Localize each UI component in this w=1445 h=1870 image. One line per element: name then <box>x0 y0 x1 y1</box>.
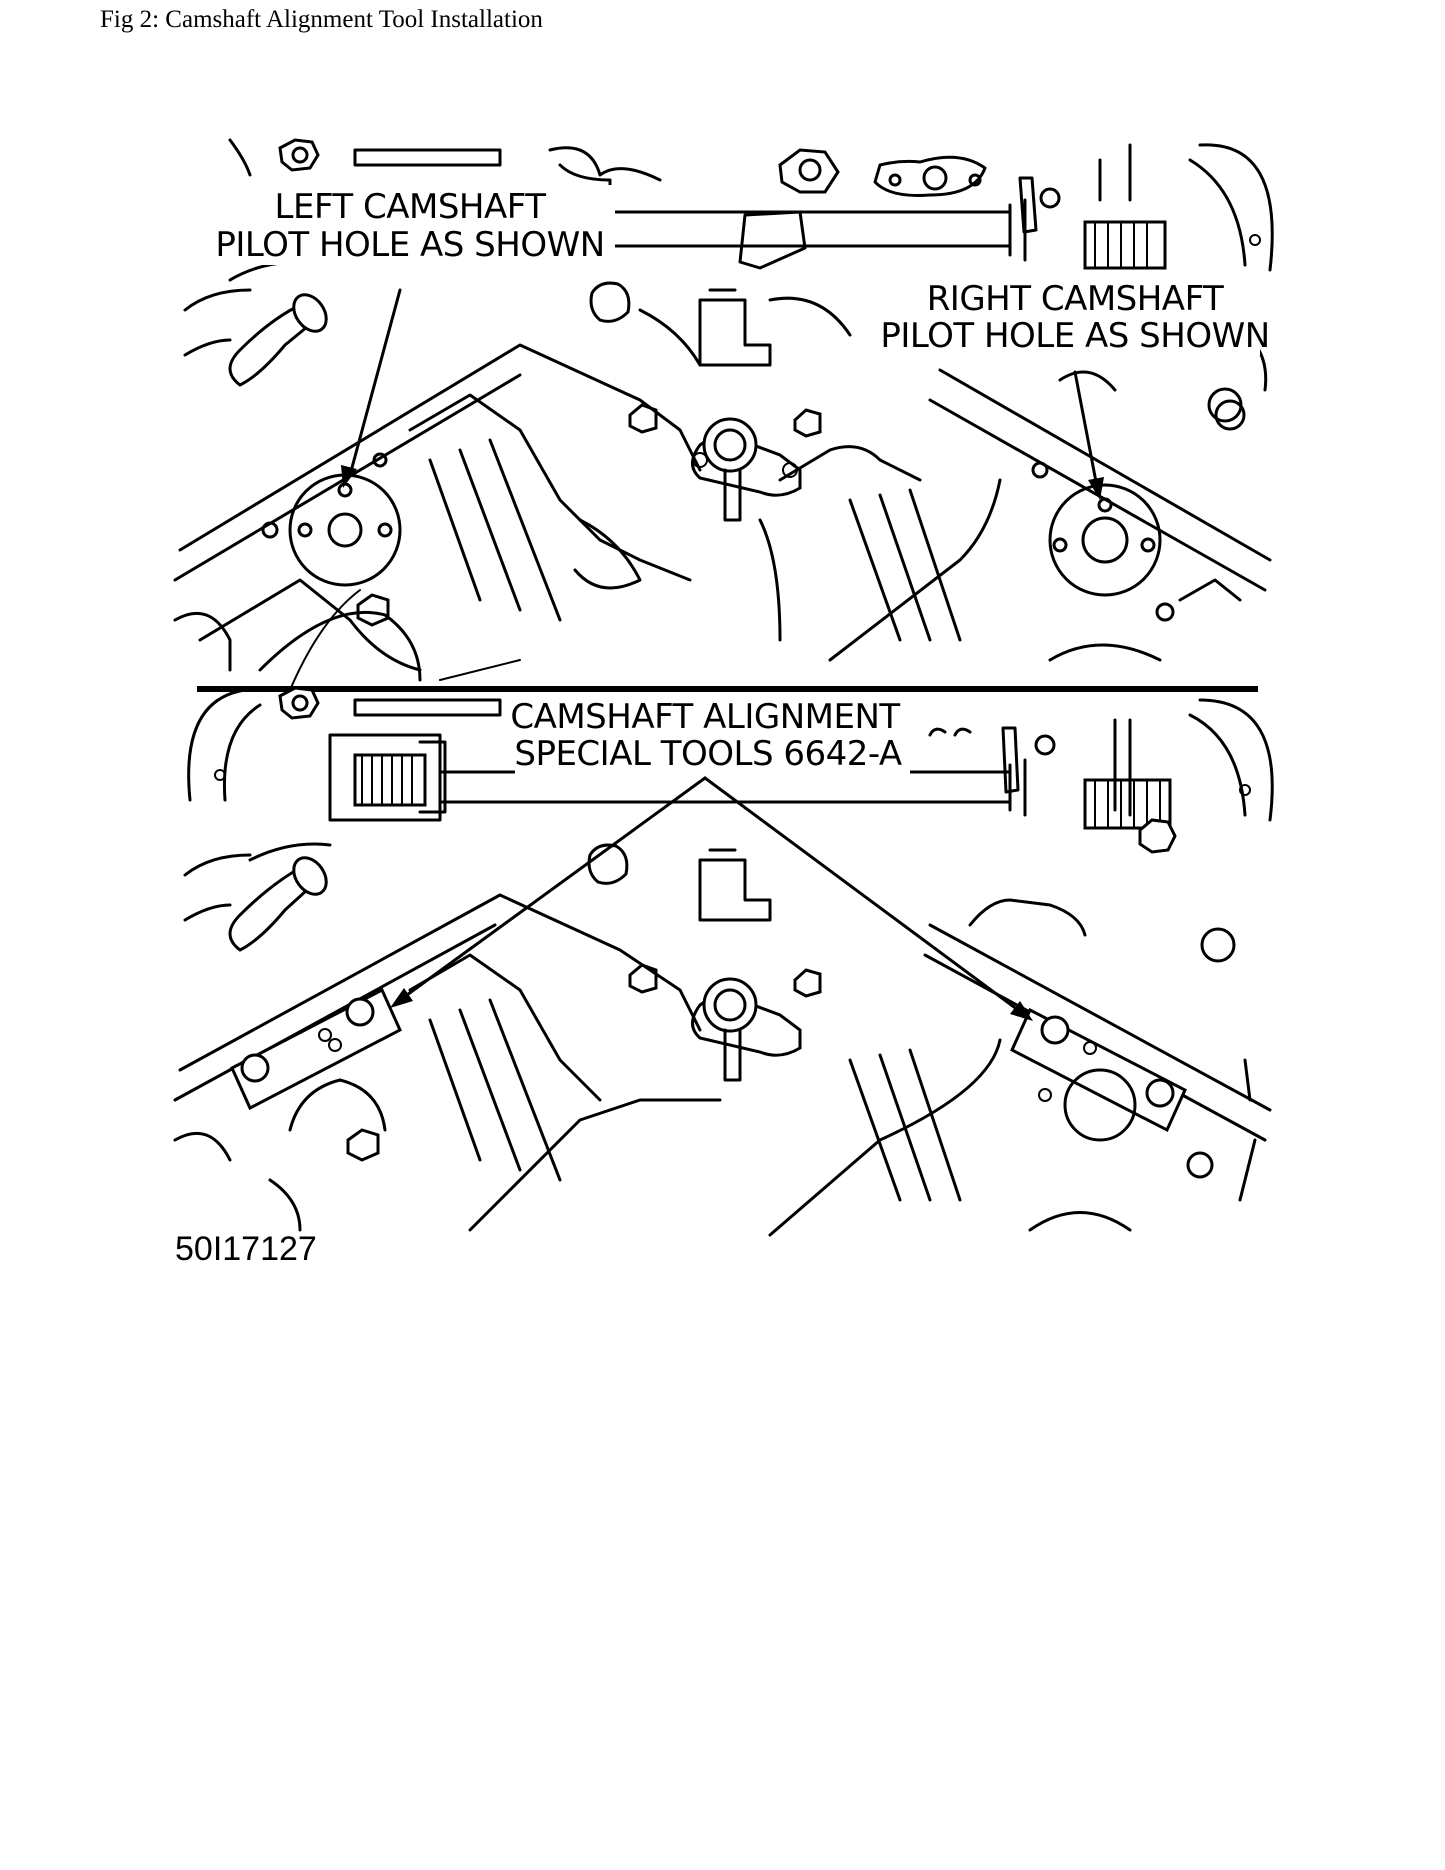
left-pilot-label-line1: LEFT CAMSHAFT <box>275 187 547 227</box>
left-pilot-label-line2: PILOT HOLE AS SHOWN <box>215 225 604 265</box>
tools-arrow-right <box>703 776 1024 1015</box>
top-panel-labels: LEFT CAMSHAFT PILOT HOLE AS SHOWN RIGHT … <box>205 185 1270 500</box>
right-pilot-label-line2: PILOT HOLE AS SHOWN <box>880 316 1269 356</box>
top-panel-drawing <box>173 138 1274 691</box>
bottom-panel-labels: CAMSHAFT ALIGNMENT SPECIAL TOOLS 6642-A <box>390 697 1033 1021</box>
left-pilot-arrow <box>348 288 402 477</box>
tools-label-line1: CAMSHAFT ALIGNMENT <box>510 697 900 737</box>
right-pilot-label-line1: RIGHT CAMSHAFT <box>927 279 1224 319</box>
tools-label-line2: SPECIAL TOOLS 6642-A <box>514 734 902 774</box>
right-pilot-arrow <box>1073 370 1099 489</box>
figure-caption: Fig 2: Camshaft Alignment Tool Installat… <box>100 6 543 33</box>
figure-code: 50I17127 <box>175 1230 317 1268</box>
tools-arrow-left <box>398 776 707 1002</box>
